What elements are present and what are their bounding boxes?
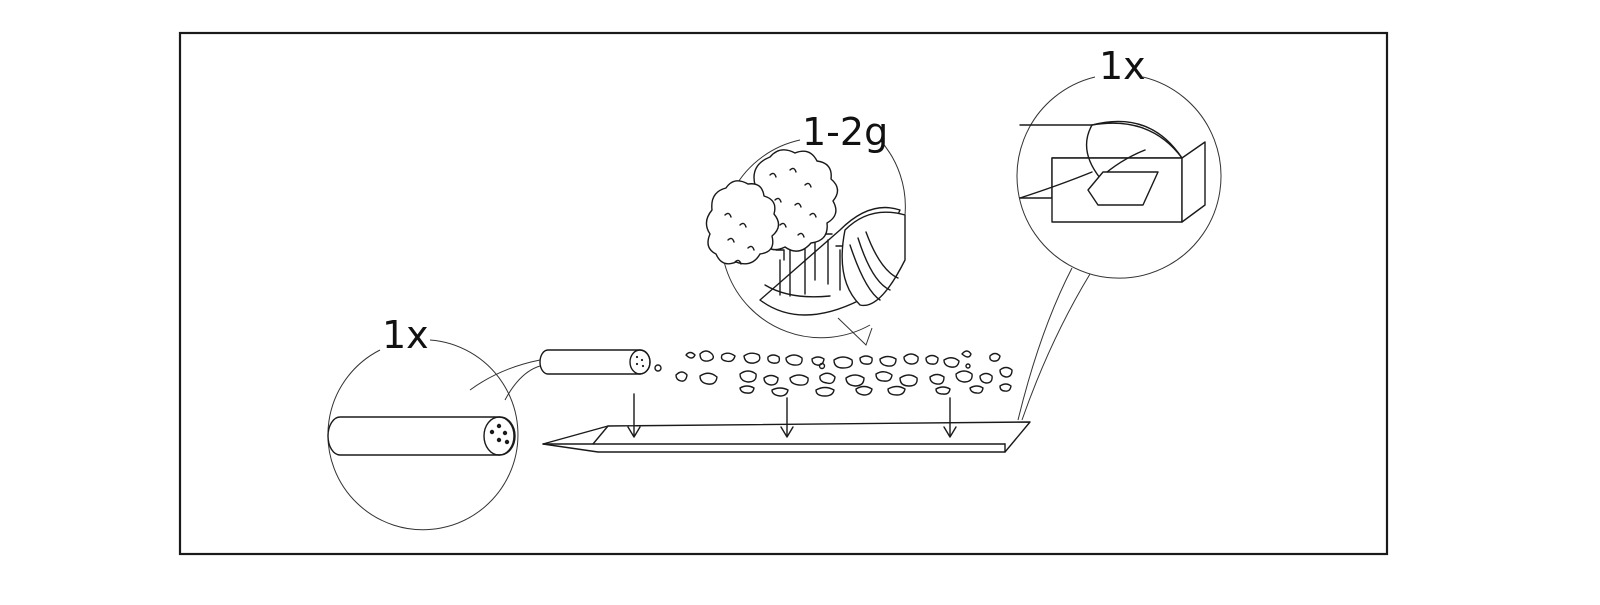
down-arrow-icon	[627, 393, 641, 438]
paper-quantity-label: 1x	[1099, 44, 1146, 88]
herb-quantity-label: 1-2g	[802, 110, 888, 154]
filter-tip-icon	[327, 416, 516, 456]
diagram-frame	[178, 31, 1389, 556]
down-arrow-icon	[943, 397, 957, 438]
fill-arrows	[627, 393, 957, 438]
filter-tip	[539, 349, 651, 375]
ground-herb-pieces	[654, 350, 1013, 397]
callout-filter-tip: 1x	[327, 313, 541, 531]
herb-grinder-icon	[705, 149, 906, 316]
filter-tip-quantity-label: 1x	[382, 313, 429, 357]
callout-paper-pack: 1x	[1016, 44, 1222, 421]
rolling-paper-pack-icon	[1019, 120, 1206, 223]
callout-herb: 1-2g	[705, 110, 906, 346]
down-arrow-icon	[780, 397, 794, 438]
